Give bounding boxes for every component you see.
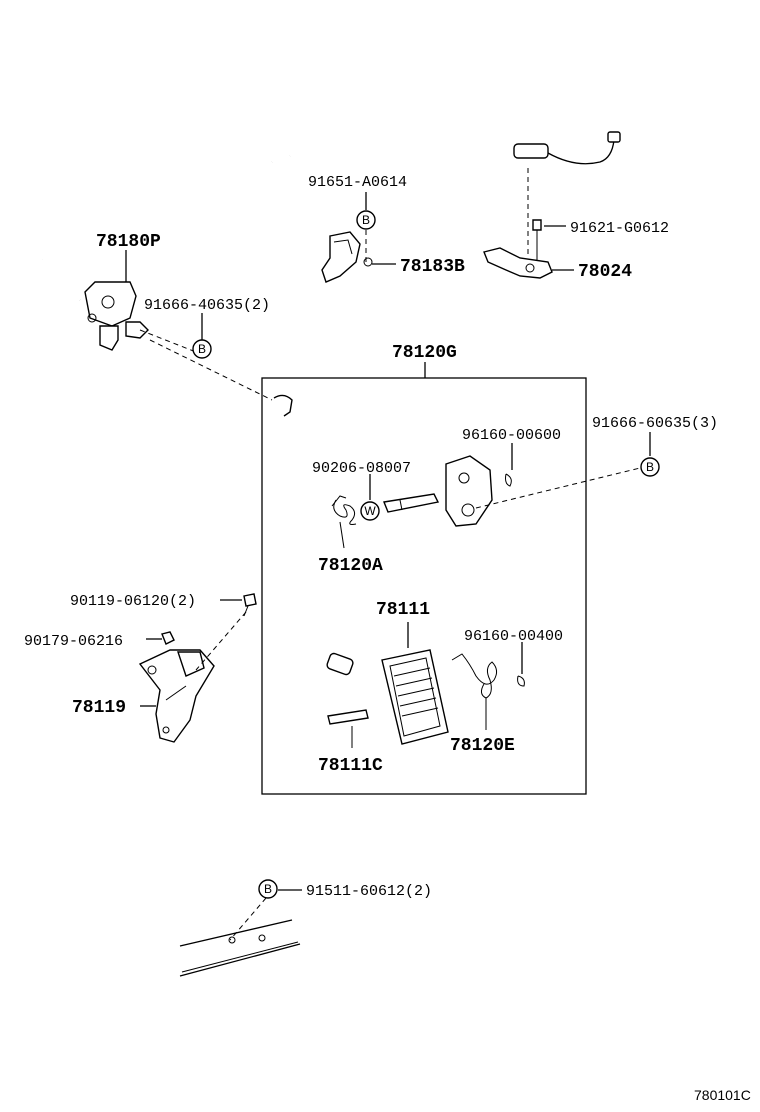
pin-78111C <box>327 709 369 748</box>
pedal-pad-78111 <box>381 622 449 745</box>
label-78180P: 78180P <box>96 232 161 252</box>
label-91651: 91651-A0614 <box>308 174 407 191</box>
dash-floor-to-B <box>229 897 267 941</box>
svg-text:B: B <box>264 882 272 896</box>
pivot-shaft <box>383 493 440 513</box>
callout-w: W <box>364 504 376 518</box>
label-78111C: 78111C <box>318 756 383 776</box>
svg-text:B: B <box>198 342 206 356</box>
label-78120A: 78120A <box>318 556 383 576</box>
svg-text:B: B <box>646 460 654 474</box>
bolt-90119 <box>243 593 257 617</box>
label-91621: 91621-G0612 <box>570 220 669 237</box>
label-91666-40635: 91666-40635(2) <box>144 297 270 314</box>
label-96160-00600: 96160-00600 <box>462 427 561 444</box>
assembly-frame-78120G <box>261 377 587 795</box>
clamp-78183B <box>321 231 373 283</box>
clip-96160-00400 <box>517 675 525 687</box>
label-78024: 78024 <box>578 262 632 282</box>
bracket-78119 <box>138 649 215 743</box>
label-78120G: 78120G <box>392 343 457 363</box>
label-78111: 78111 <box>376 600 430 620</box>
spring-78120A <box>331 495 357 549</box>
label-90206: 90206-08007 <box>312 460 411 477</box>
bracket-78024 <box>483 219 553 279</box>
callout-b-4: B <box>258 879 278 899</box>
accelerator-cable <box>40 131 621 302</box>
support-plate <box>445 455 512 527</box>
dash-bracket-to-arm <box>149 339 273 401</box>
nut-90179 <box>161 631 175 645</box>
footer-code: 780101C <box>694 1087 751 1103</box>
dash-plate-to-B <box>475 467 641 509</box>
callout-b-1: B <box>356 210 376 230</box>
label-90119: 90119-06120(2) <box>70 593 196 610</box>
cable-bracket-78180P <box>84 281 149 351</box>
label-91666-60635: 91666-60635(3) <box>592 415 718 432</box>
label-78120E: 78120E <box>450 736 515 756</box>
dash-bracket-to-B <box>139 329 197 353</box>
dash-bolt-to-bracket <box>195 611 247 671</box>
svg-text:B: B <box>362 213 370 227</box>
label-78119: 78119 <box>72 698 126 718</box>
pedal-arm <box>273 394 354 676</box>
spring-78120E <box>451 653 498 730</box>
label-78183B: 78183B <box>400 257 465 277</box>
label-96160-00400: 96160-00400 <box>464 628 563 645</box>
label-90179: 90179-06216 <box>24 633 123 650</box>
callout-b-2: B <box>192 339 212 359</box>
label-91511: 91511-60612(2) <box>306 883 432 900</box>
callout-b-3: B <box>640 457 660 477</box>
svg-text:W: W <box>364 504 376 518</box>
washer-90206 <box>360 501 380 521</box>
